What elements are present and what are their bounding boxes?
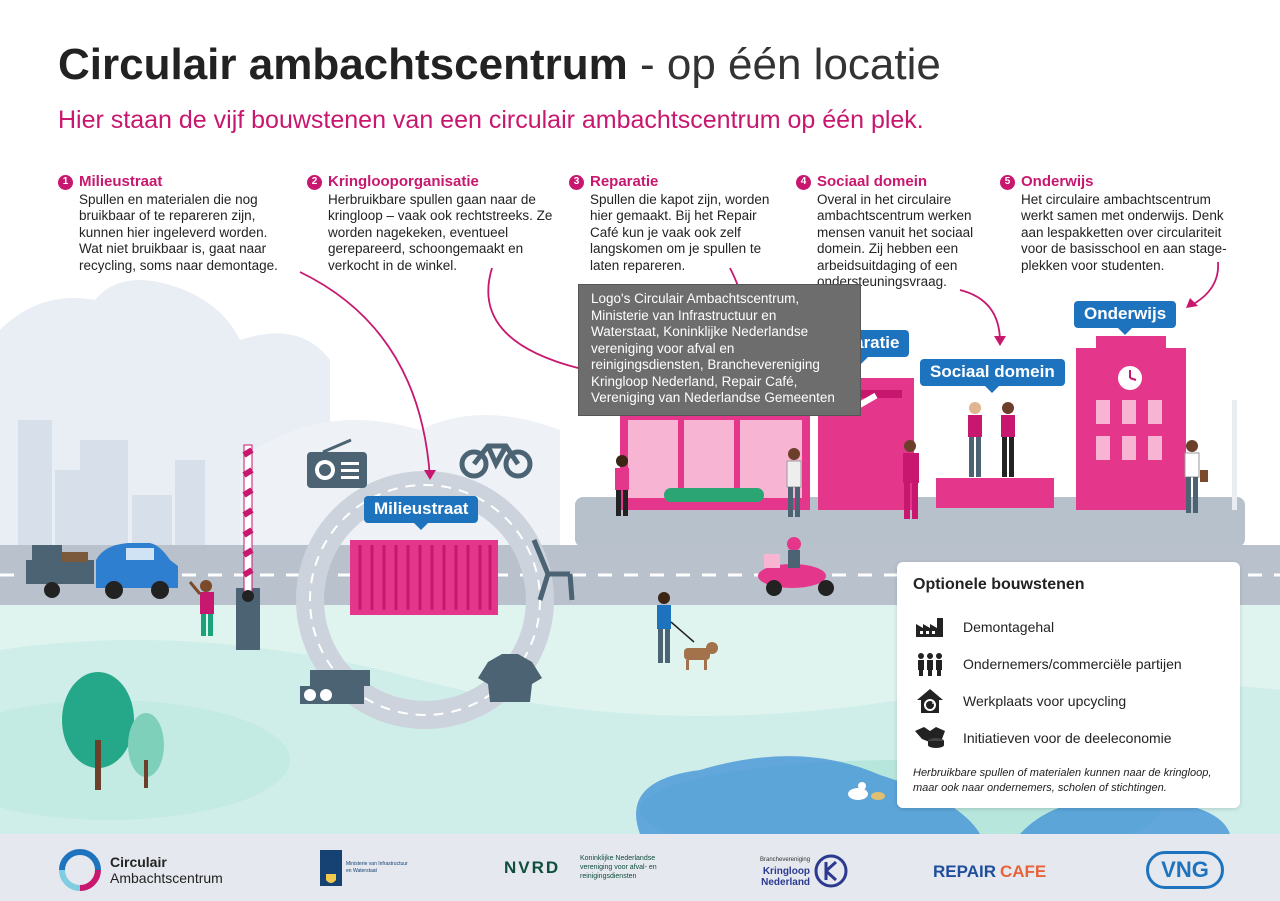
block-reparatie: 3 Reparatie Spullen die kapot zijn, worde… bbox=[569, 173, 785, 274]
block-text: Spullen en materialen die nog bruikbaar … bbox=[79, 191, 278, 273]
logo-ministerie: Ministerie van Infrastructuur en Waterst… bbox=[320, 850, 410, 886]
optional-item: Demontagehal bbox=[913, 608, 1224, 645]
factory-icon bbox=[913, 614, 947, 640]
callout-sociaal-domein: Sociaal domein bbox=[920, 359, 1065, 393]
optional-label: Initiatieven voor de deeleconomie bbox=[963, 729, 1172, 746]
block-text: Overal in het circulaire ambachtscentrum… bbox=[817, 191, 974, 290]
optional-label: Ondernemers/commerciële partijen bbox=[963, 655, 1182, 672]
block-title: Sociaal domein bbox=[817, 173, 928, 190]
number-badge: 4 bbox=[796, 174, 811, 190]
ministry-emblem bbox=[320, 850, 342, 886]
block-text: Spullen die kapot zijn, worden hier gema… bbox=[590, 191, 770, 273]
page-title: Circulair ambachtscentrum - op één locat… bbox=[58, 40, 941, 90]
page-subtitle: Hier staan de vijf bouwstenen van een ci… bbox=[58, 106, 924, 134]
logo-vng: VNG bbox=[1146, 851, 1224, 889]
k-circle-icon bbox=[814, 854, 848, 888]
block-title: Reparatie bbox=[590, 173, 659, 190]
title-bold: Circulair ambachtscentrum bbox=[58, 40, 628, 89]
repair-text: REPAIR bbox=[933, 862, 996, 881]
block-title: Onderwijs bbox=[1021, 173, 1094, 190]
logo-circulair-ambachtscentrum: Circulair Ambachtscentrum bbox=[58, 848, 223, 892]
ministry-text: Ministerie van Infrastructuur en Waterst… bbox=[346, 861, 408, 874]
logo-text-1: Circulair bbox=[110, 854, 167, 870]
optional-item: Werkplaats voor upcycling bbox=[913, 682, 1224, 719]
optional-label: Werkplaats voor upcycling bbox=[963, 692, 1127, 709]
number-badge: 1 bbox=[58, 174, 73, 190]
block-text: Herbruikbare spullen gaan naar de kringl… bbox=[328, 191, 553, 273]
block-onderwijs: 5 Onderwijs Het circulaire ambachtscentru… bbox=[1000, 173, 1232, 274]
town-illustration bbox=[0, 261, 1280, 834]
block-title: Kringlooporganisatie bbox=[328, 173, 479, 190]
block-milieustraat: 1 Milieustraat Spullen en materialen die … bbox=[58, 173, 290, 274]
nvrd-text: Koninklijke Nederlandse vereniging voor … bbox=[580, 855, 657, 880]
people-icon bbox=[913, 651, 947, 677]
number-badge: 5 bbox=[1000, 174, 1015, 190]
cafe-text: CAFE bbox=[999, 862, 1047, 881]
kringloop-1: Kringloop bbox=[762, 865, 811, 877]
nvrd-mark: NVRD bbox=[504, 857, 561, 877]
handshake-coins-icon bbox=[913, 725, 947, 751]
kringloop-top: Branchevereniging bbox=[760, 856, 811, 863]
optional-label: Demontagehal bbox=[963, 618, 1055, 635]
number-badge: 3 bbox=[569, 174, 584, 190]
title-rest: - op één locatie bbox=[639, 40, 941, 89]
block-kringloop: 2 Kringlooporganisatie Herbruikbare spull… bbox=[307, 173, 555, 274]
kringloop-2: Nederland bbox=[761, 876, 811, 888]
logo-nvrd: NVRD Koninklijke Nederlandse vereniging … bbox=[504, 854, 672, 881]
vng-badge: VNG bbox=[1146, 851, 1224, 889]
logos-tooltip: Logo's Circulair Ambachtscentrum, Minist… bbox=[578, 284, 861, 416]
callout-onderwijs: Onderwijs bbox=[1074, 301, 1177, 335]
recycle-house-icon bbox=[913, 688, 947, 714]
optional-title: Optionele bouwstenen bbox=[913, 576, 1085, 593]
circular-arrows-icon bbox=[59, 849, 101, 891]
block-text: Het circulaire ambachtscentrum werkt sam… bbox=[1021, 191, 1227, 273]
logo-text-2: Ambachtscentrum bbox=[110, 870, 223, 886]
optional-blocks-panel: Optionele bouwstenen Demontagehal Ondern… bbox=[897, 562, 1240, 808]
crest-icon bbox=[326, 874, 336, 883]
footer-logos: Circulair Ambachtscentrum Ministerie van… bbox=[0, 834, 1280, 901]
callout-milieustraat: Milieustraat bbox=[364, 496, 479, 530]
block-title: Milieustraat bbox=[79, 173, 163, 190]
number-badge: 2 bbox=[307, 174, 322, 190]
optional-note: Herbruikbare spullen of materialen kunne… bbox=[913, 767, 1212, 794]
optional-item: Ondernemers/commerciële partijen bbox=[913, 645, 1224, 682]
logo-kringloop-nederland: Branchevereniging Kringloop Nederland bbox=[760, 854, 848, 888]
logo-repair-cafe: REPAIR CAFE bbox=[933, 862, 1046, 882]
optional-item: Initiatieven voor de deeleconomie bbox=[913, 719, 1224, 756]
block-sociaal-domein: 4 Sociaal domein Overal in het circulaire… bbox=[796, 173, 996, 291]
